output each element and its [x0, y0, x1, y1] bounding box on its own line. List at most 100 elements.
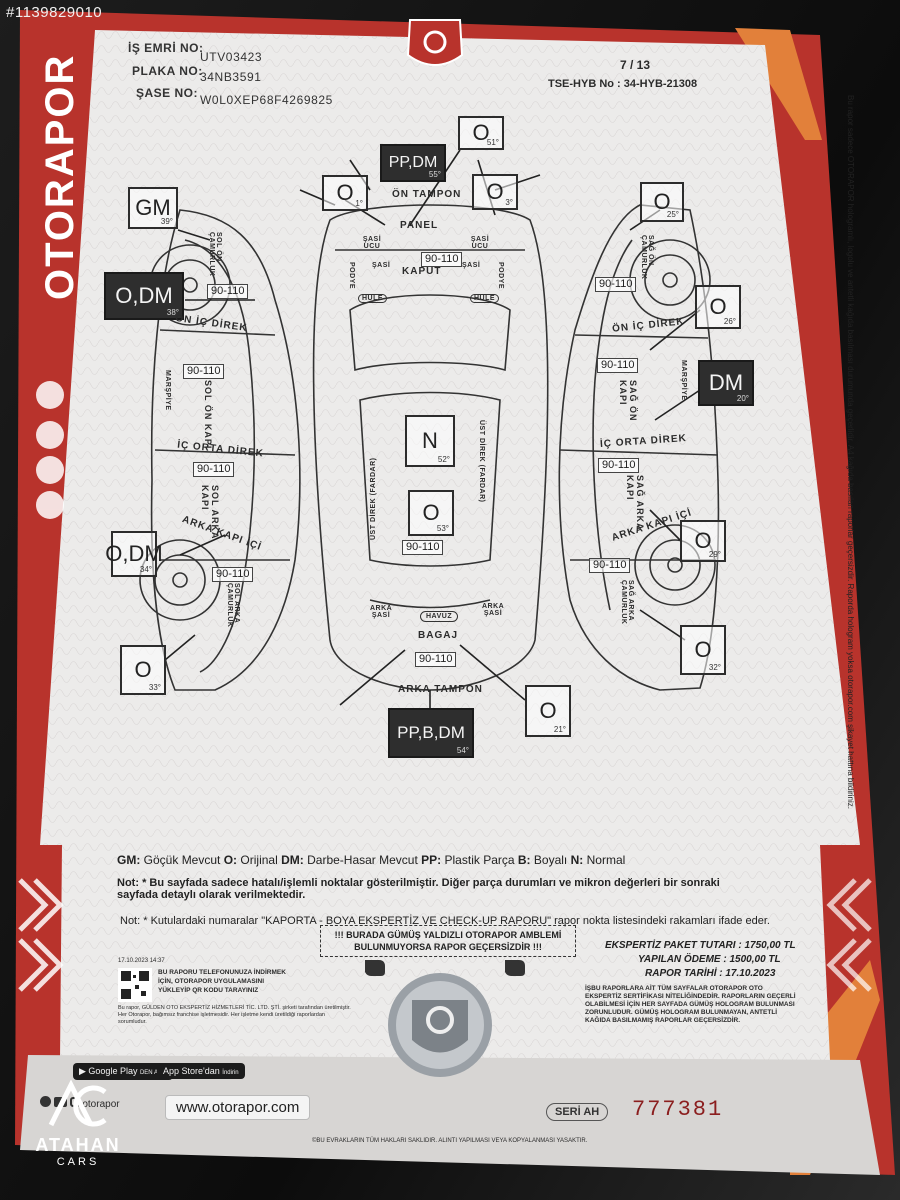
certificate-badges [36, 381, 64, 519]
ref-number-sag-arka-kapi: 90-110 [598, 458, 640, 473]
facebook-icon[interactable] [40, 1096, 51, 1107]
pointing-hand-icon-right [505, 960, 525, 976]
wheel-rear-right [634, 524, 716, 606]
legend-line: GM: Göçük Mevcut O: Orijinal DM: Darbe-H… [117, 853, 626, 867]
tse-number: TSE-HYB No : 34-HYB-21308 [548, 78, 698, 90]
website-link[interactable]: www.otorapor.com [165, 1095, 311, 1120]
car-diagram-top-view [312, 204, 549, 691]
ref-number-sol-arka-kapi: 90-110 [193, 462, 235, 477]
ref-number-sag-arka-camurluk: 90-110 [589, 558, 631, 573]
part-arka-sasi-right: ARKA ŞASİ [482, 603, 505, 617]
chassis-value: W0L0XEP68F4269825 [200, 93, 333, 107]
work-order-label: İŞ EMRİ NO: [128, 41, 204, 55]
note-hatali-noktalar: Not: * Bu sayfada sadece hatalı/işlemli … [117, 877, 720, 901]
part-arka-sasi-left: ARKA ŞASİ [370, 605, 393, 619]
ref-number-bagaj: 90-110 [415, 652, 457, 667]
right-legal-text: İŞBU RAPORLARA AİT TÜM SAYFALAR OTORAPOR… [585, 985, 796, 1024]
part-panel: PANEL [400, 220, 439, 231]
ref-number-sol-arka-camurluk: 90-110 [212, 567, 254, 582]
left-chevrons [18, 878, 64, 992]
play-icon: ▶ [79, 1066, 89, 1076]
right-chevrons [826, 878, 872, 992]
dealer-name: ATAHAN [35, 1135, 121, 1155]
qr-instruction: BU RAPORU TELEFONUNUZA İNDİRMEK İÇİN, OT… [158, 969, 286, 994]
ref-number-sag-on-camurluk: 90-110 [595, 277, 637, 292]
part-sag-arka-kapi: SAĞ ARKA KAPI [625, 475, 645, 531]
footer-band [20, 1055, 880, 1175]
summary-rapor-tarihi: RAPOR TARİHİ : 17.10.2023 [645, 968, 776, 979]
dealer-sub: CARS [56, 1156, 100, 1168]
part-podye-right: PODYE [497, 262, 504, 290]
part-havuz: HAVUZ [420, 611, 459, 622]
part-marspiye-right: MARŞPİYE [680, 360, 687, 401]
ac-monogram-icon [48, 1079, 107, 1127]
serial-label: SERİ AH [546, 1103, 609, 1121]
work-order-value: UTV03423 [200, 50, 263, 64]
part-on-tampon: ÖN TAMPON [392, 189, 462, 200]
plate-label: PLAKA NO: [132, 64, 203, 78]
part-sag-on-kapi: SAĞ ÖN KAPI [618, 380, 638, 422]
ref-number-kaput: 90-110 [421, 252, 463, 267]
ref-number-sol-on-kapi: 90-110 [183, 364, 225, 379]
part-sasi-left: ŞASİ [372, 262, 391, 269]
silver-hologram [388, 973, 492, 1077]
part-sasi-right: ŞASİ [462, 262, 481, 269]
legal-small-text: Bu rapor, GÜLDEN OTO EKSPERTİZ HİZMETLER… [118, 1005, 351, 1025]
part-hule-left: HULE [358, 294, 388, 303]
part-sag-on-camurluk: SAĞ ÖN ÇAMURLUK [640, 235, 654, 280]
copyright-text: ©BU EVRAKLARIN TÜM HAKLARI SAKLIDIR. ALI… [312, 1138, 588, 1144]
listing-id: #1139829010 [6, 4, 103, 21]
part-sol-on-camurluk: SOL ÖN ÇAMURLUK [208, 232, 222, 277]
part-hule-right: HULE [470, 294, 500, 303]
part-sol-arka-kapi: SOL ARKA KAPI [200, 485, 220, 540]
part-sol-on-kapi: SOL ÖN KAPI [203, 380, 213, 450]
part-ust-direk-right: ÜST DİREK (FARDAR) [478, 420, 485, 503]
qr-code [118, 968, 152, 1002]
shield-logo [406, 19, 464, 66]
part-sag-arka-camurluk: SAĞ ARKA ÇAMURLUK [620, 580, 634, 625]
serial-number: 777381 [632, 1097, 724, 1122]
google-play-button[interactable]: ▶ Google Play DEN ALIN [73, 1063, 174, 1080]
ref-number-arka-cam: 90-110 [402, 540, 444, 555]
qr-timestamp: 17.10.2023 14:37 [118, 958, 165, 964]
note-kutu-numaralar: Not: * Kutulardaki numaralar "KAPORTA - … [120, 915, 770, 927]
brand-vertical-logo: OTORAPOR [38, 53, 82, 300]
dealer-logo: ATAHAN CARS [18, 1079, 138, 1168]
part-bagaj: BAGAJ [418, 630, 459, 641]
part-sasi-ucu-left: ŞASİ UCU [362, 236, 382, 250]
summary-paket-tutari: EKSPERTİZ PAKET TUTARI : 1750,00 TL [605, 940, 796, 951]
plate-value: 34NB3591 [200, 70, 262, 84]
part-sasi-ucu-right: ŞASİ UCU [470, 236, 490, 250]
part-kaput: KAPUT [402, 266, 442, 277]
part-podye-left: PODYE [348, 262, 355, 290]
chassis-label: ŞASE NO: [136, 86, 199, 100]
ref-number-sag-on-kapi: 90-110 [597, 358, 639, 373]
hologram-notice: !!! BURADA GÜMÜŞ YALDIZLI OTORAPOR AMBLE… [320, 925, 576, 957]
app-store-button[interactable]: App Store'dan İndirin [157, 1063, 245, 1079]
part-arka-tampon: ARKA TAMPON [398, 684, 483, 695]
side-legal-text: Bu rapor sadece OTORAPOR hologramlı, log… [846, 95, 855, 810]
part-ust-direk-left: ÜST DİREK (FARDAR) [370, 457, 377, 541]
pointing-hand-icon-left [365, 960, 385, 976]
part-marspiye-left: MARŞPİYE [164, 370, 171, 411]
ref-number-sol-on-camurluk: 90-110 [207, 284, 249, 299]
page-number: 7 / 13 [620, 58, 651, 72]
summary-yapilan-odeme: YAPILAN ÖDEME : 1500,00 TL [638, 954, 781, 965]
